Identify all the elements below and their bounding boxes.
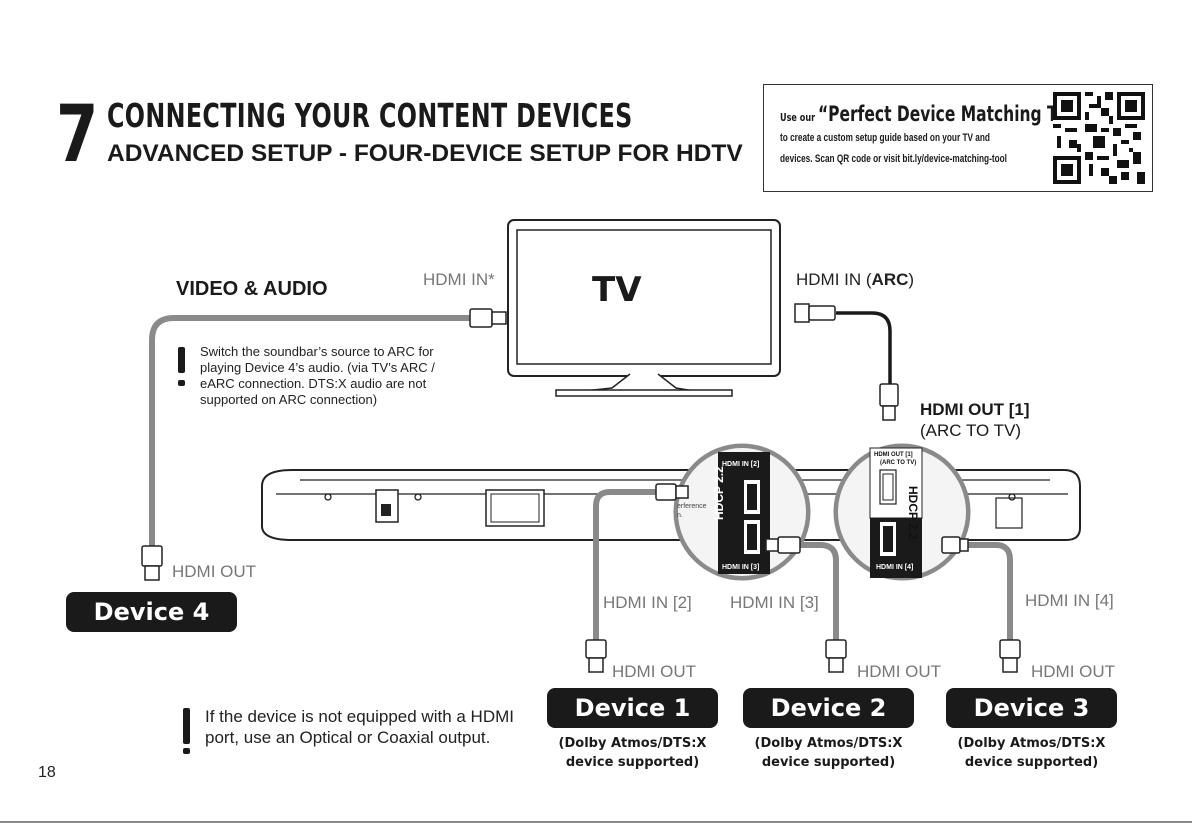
arc-note-line: playing Device 4’s audio. (via TV’s ARC … <box>200 360 435 375</box>
bottom-note-line: If the device is not equipped with a HDM… <box>205 707 514 726</box>
arc-note-line: supported on ARC connection) <box>200 392 378 407</box>
qr-code-icon[interactable] <box>1053 91 1145 185</box>
zoom-left-hdcp-label: HDCP 2.2 <box>712 466 726 520</box>
warning-dot-icon <box>183 748 190 754</box>
arc-note-line: Switch the soundbar’s source to ARC for <box>200 344 434 359</box>
device-3-support-note: (Dolby Atmos/DTS:X device supported) <box>946 734 1117 772</box>
bottom-note: If the device is not equipped with a HDM… <box>205 706 514 748</box>
device-2-support-note: (Dolby Atmos/DTS:X device supported) <box>743 734 914 772</box>
zoom-left-bottom-label: HDMI IN [3] <box>722 564 760 571</box>
tool-box-heading: Use our “Perfect Device Matching Tool” <box>780 102 1092 126</box>
warning-dot-icon <box>178 380 185 386</box>
tv-hdmi-arc-bold: ARC <box>871 270 909 289</box>
zoom-left-partial-text: erference <box>677 503 707 510</box>
device-3-badge: Device 3 <box>946 688 1117 728</box>
zoom-left-top-label: HDMI IN [2] <box>722 461 760 468</box>
hdmi-plug-icons <box>141 303 1021 673</box>
tool-box-line-3: devices. Scan QR code or visit bit.ly/de… <box>780 153 1007 165</box>
hdmi-in-3-label: HDMI IN [3] <box>730 593 819 612</box>
device-2-support-line: (Dolby Atmos/DTS:X <box>754 736 903 751</box>
tv-hdmi-arc-prefix: HDMI IN ( <box>796 270 872 289</box>
device-3-support-line: (Dolby Atmos/DTS:X <box>957 736 1106 751</box>
soundbar-hdmi-out-label: HDMI OUT [1] <box>920 400 1030 419</box>
hdmi-in-4-label: HDMI IN [4] <box>1025 591 1114 610</box>
arc-note-line: eARC connection. DTS:X audio are not <box>200 376 427 391</box>
tv-illustration <box>507 219 781 397</box>
page-number: 18 <box>38 764 56 781</box>
warning-icon <box>178 347 185 373</box>
device-1-badge: Device 1 <box>547 688 718 728</box>
tool-box-line-2: to create a custom setup guide based on … <box>780 132 990 144</box>
bottom-rule <box>0 821 1192 823</box>
hdmi-in-2-label: HDMI IN [2] <box>603 593 692 612</box>
tool-name: “Perfect Device Matching Tool” <box>817 102 1093 126</box>
device-4-hdmi-out-label: HDMI OUT <box>172 562 257 581</box>
device-1-support-note: (Dolby Atmos/DTS:X device supported) <box>547 734 718 772</box>
zoom-left-partial-text: n. <box>677 512 683 519</box>
device-2-support-line: device supported) <box>761 755 896 770</box>
device-1-hdmi-out-label: HDMI OUT <box>612 662 697 681</box>
device-4-badge: Device 4 <box>66 592 237 632</box>
device-1-support-line: (Dolby Atmos/DTS:X <box>558 736 707 751</box>
tool-box-prefix: Use our <box>780 111 816 124</box>
zoom-right-top-label: HDMI OUT [1] <box>874 452 913 458</box>
device-2-hdmi-out-label: HDMI OUT <box>857 662 942 681</box>
video-audio-label: VIDEO & AUDIO <box>176 278 328 300</box>
device-2-badge: Device 2 <box>743 688 914 728</box>
warning-icon <box>183 708 190 744</box>
page-title: CONNECTING YOUR CONTENT DEVICES <box>107 96 633 135</box>
tv-hdmi-in-label: HDMI IN* <box>423 270 495 289</box>
device-3-support-line: device supported) <box>964 755 1099 770</box>
zoom-right-bottom-label: HDMI IN [4] <box>876 564 914 571</box>
arc-note: Switch the soundbar’s source to ARC for … <box>200 344 435 408</box>
tv-hdmi-arc-label: HDMI IN (ARC) <box>796 270 914 290</box>
soundbar-hdmi-out-sub: (ARC TO TV) <box>920 421 1022 440</box>
zoom-right-top-sub: (ARC TO TV) <box>880 460 917 466</box>
device-3-hdmi-out-label: HDMI OUT <box>1031 662 1116 681</box>
tv-label: TV <box>592 270 642 310</box>
tv-hdmi-arc-suffix: ) <box>908 270 915 289</box>
step-number: 7 <box>56 90 99 180</box>
bottom-note-line: port, use an Optical or Coaxial output. <box>205 728 491 747</box>
zoom-right-hdcp-label: HDCP 2.2 <box>906 486 920 540</box>
device-1-support-line: device supported) <box>565 755 700 770</box>
page-subtitle: ADVANCED SETUP - FOUR-DEVICE SETUP FOR H… <box>107 140 743 167</box>
